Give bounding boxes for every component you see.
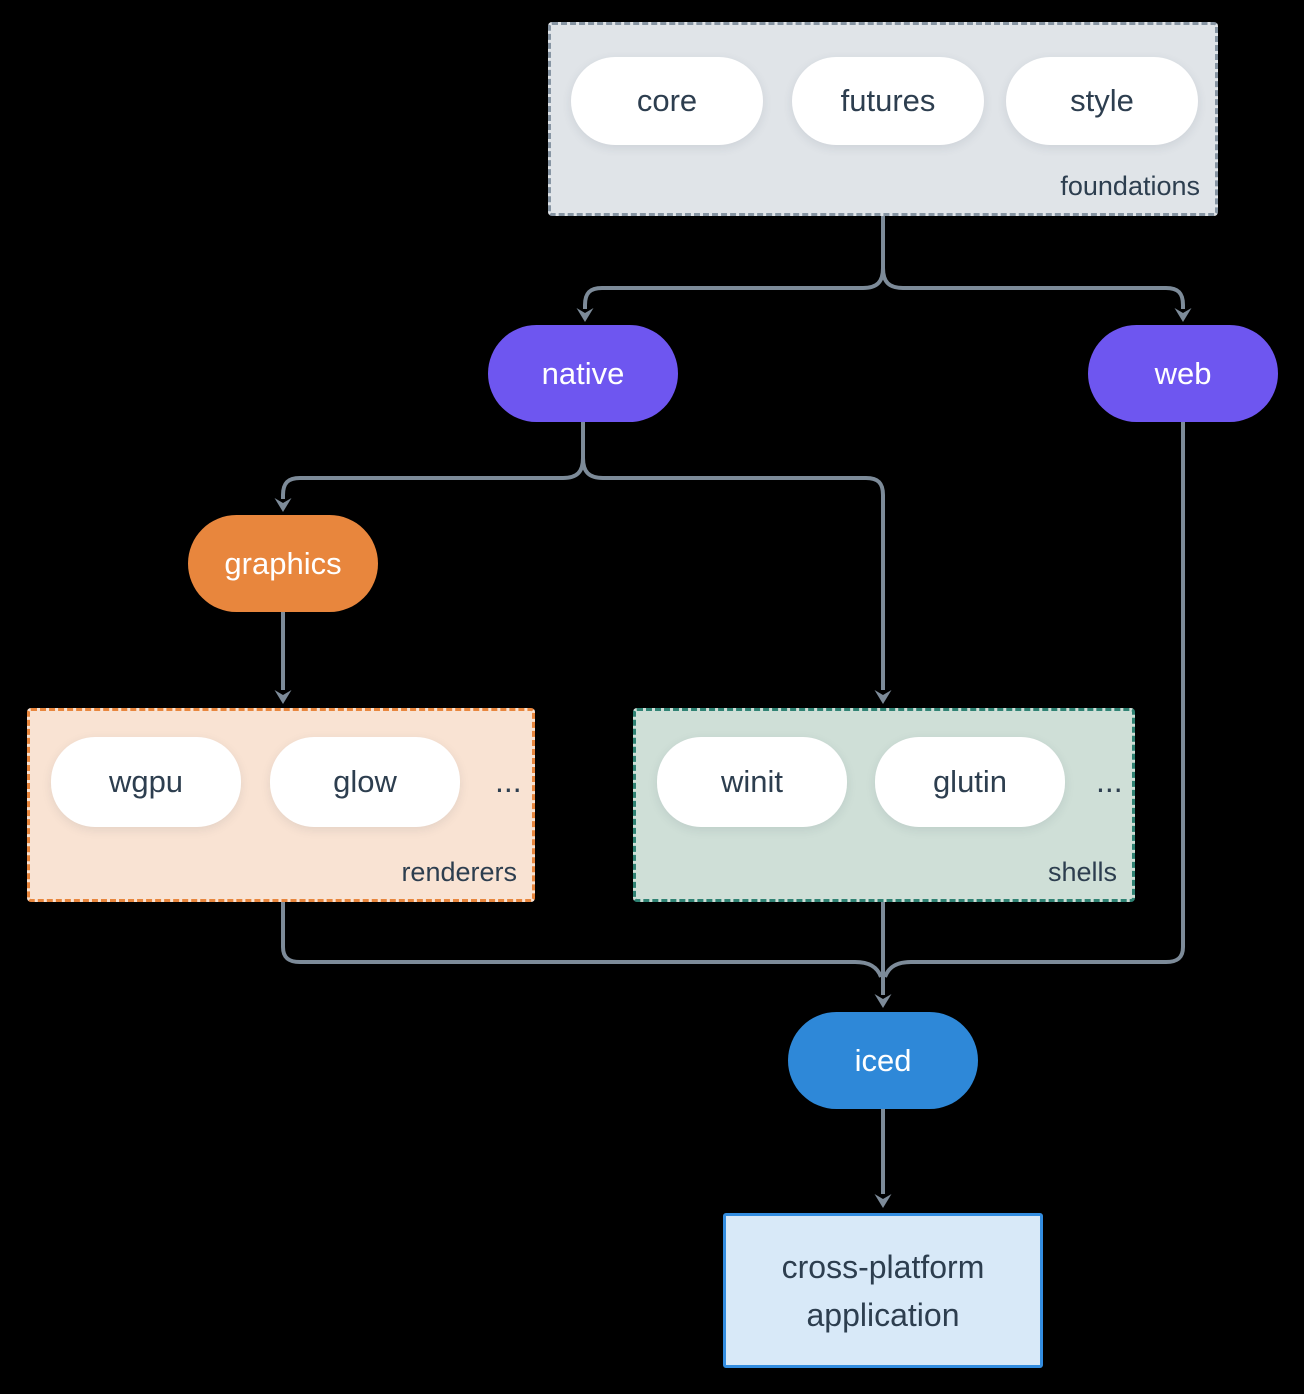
node-wgpu: wgpu xyxy=(51,737,241,827)
arrowhead-renderers xyxy=(274,690,292,704)
edge-split-to-shells xyxy=(581,457,885,690)
arrowhead-native xyxy=(576,308,594,322)
group-shells-label: shells xyxy=(1047,857,1117,887)
node-core: core xyxy=(571,57,763,145)
arrowhead-graphics xyxy=(274,498,292,512)
node-style: style xyxy=(1006,57,1198,145)
edge-renderers-merge xyxy=(281,902,883,978)
group-renderers-label: renderers xyxy=(401,857,517,887)
node-winit: winit xyxy=(657,737,847,827)
edge-split-to-native xyxy=(583,267,885,309)
group-foundations-label: foundations xyxy=(1060,171,1200,201)
group-shells: winit glutin ... shells xyxy=(633,708,1135,902)
node-web: web xyxy=(1088,325,1278,422)
arrowhead-shells xyxy=(874,690,892,704)
node-graphics: graphics xyxy=(188,515,378,612)
arrowhead-application xyxy=(874,1194,892,1208)
node-native: native xyxy=(488,325,678,422)
shells-ellipsis: ... xyxy=(1096,763,1123,799)
node-futures: futures xyxy=(792,57,984,145)
arrowhead-web xyxy=(1174,308,1192,322)
group-foundations: core futures style foundations xyxy=(548,22,1218,216)
edge-split-to-web xyxy=(881,267,1185,309)
arrowhead-iced xyxy=(874,994,892,1008)
node-glow: glow xyxy=(270,737,460,827)
node-cross-platform-application: cross-platform application xyxy=(723,1213,1043,1368)
renderers-ellipsis: ... xyxy=(495,763,522,799)
edge-web-merge xyxy=(883,422,1185,978)
node-glutin: glutin xyxy=(875,737,1065,827)
node-iced: iced xyxy=(788,1012,978,1109)
edge-split-to-graphics xyxy=(281,457,585,499)
group-renderers: wgpu glow ... renderers xyxy=(27,708,535,902)
application-label-line1: cross-platform xyxy=(781,1248,985,1285)
application-label-line2: application xyxy=(806,1296,960,1333)
